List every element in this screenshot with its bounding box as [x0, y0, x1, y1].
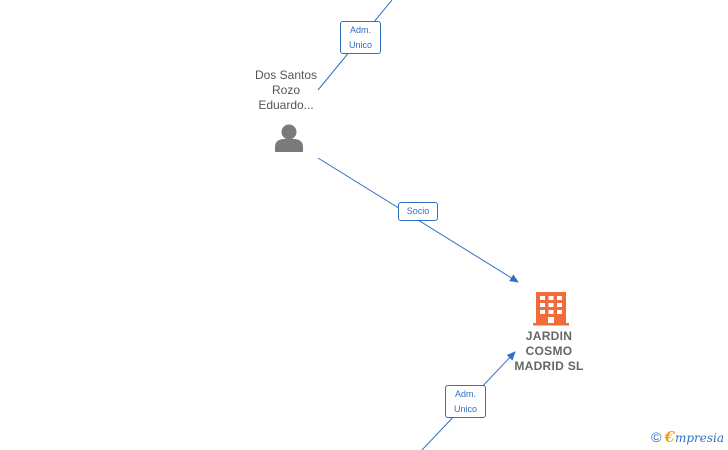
- building-icon[interactable]: [533, 292, 569, 326]
- brand-name: mpresia: [674, 431, 724, 445]
- person-icon[interactable]: [275, 124, 303, 153]
- brand-initial: €: [664, 428, 675, 446]
- edge-label-middle: Socio: [398, 202, 438, 221]
- copyright-symbol: ©: [651, 429, 662, 445]
- edge-label-top: Adm. Unico: [340, 21, 381, 54]
- company-name-label[interactable]: JARDIN COSMO MADRID SL: [514, 329, 584, 373]
- person-name-label[interactable]: Dos Santos Rozo Eduardo...: [254, 68, 318, 112]
- edge-label-bottom: Adm. Unico: [445, 385, 486, 418]
- empresia-watermark: © €mpresia: [651, 428, 724, 446]
- brand-logo: €mpresia: [665, 428, 725, 446]
